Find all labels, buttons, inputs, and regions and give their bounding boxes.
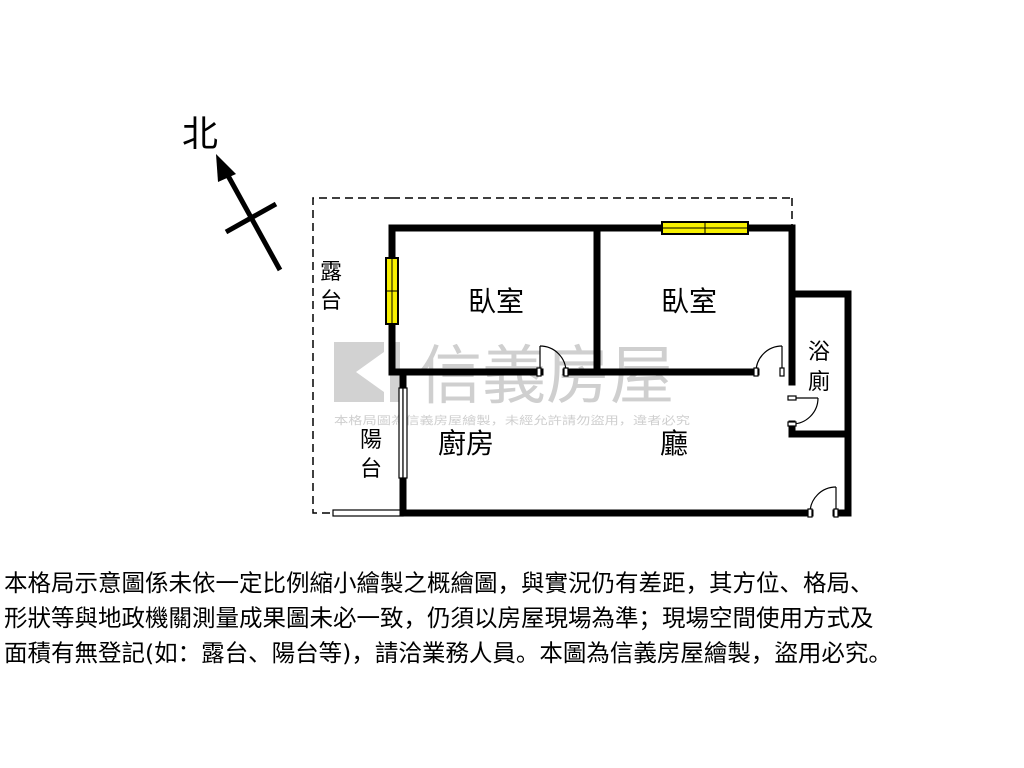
compass-label: 北 xyxy=(182,114,218,155)
disclaimer-line: 形狀等與地政機關測量成果圖未必一致，仍須以房屋現場為準；現場空間使用方式及 xyxy=(4,604,874,632)
room-label-bathroom-2: 廁 xyxy=(808,370,830,395)
room-label-living-room: 廳 xyxy=(660,427,688,460)
disclaimer-line: 本格局示意圖係未依一定比例縮小繪製之概繪圖，與實況仍有差距，其方位、格局、 xyxy=(4,569,874,597)
room-label-bathroom-1: 浴 xyxy=(808,340,830,365)
door-bedroom-2 xyxy=(753,345,785,377)
watermark: 信義房屋 本格局圖為信義房屋繪製，未經允許請勿盜用，違者必究 xyxy=(334,340,690,427)
door-bathroom xyxy=(787,395,819,427)
watermark-notice: 本格局圖為信義房屋繪製，未經允許請勿盜用，違者必究 xyxy=(334,413,690,427)
balcony-door xyxy=(398,387,408,479)
room-label-terrace-1: 露 xyxy=(320,260,342,285)
room-label-kitchen: 廚房 xyxy=(438,427,494,460)
window-bedroom-2 xyxy=(661,221,749,235)
room-label-balcony-2: 台 xyxy=(360,457,382,482)
north-arrow-icon xyxy=(216,154,283,272)
balcony-rail xyxy=(332,509,404,517)
disclaimer: 本格局示意圖係未依一定比例縮小繪製之概繪圖，與實況仍有差距，其方位、格局、 形狀… xyxy=(4,566,1020,671)
disclaimer-line: 面積有無登記(如：露台、陽台等)，請洽業務人員。本圖為信義房屋繪製，盜用必究。 xyxy=(4,639,892,667)
window-bedroom-1 xyxy=(385,257,399,325)
room-label-bedroom-2: 臥室 xyxy=(661,285,717,318)
terrace-outline xyxy=(312,197,793,514)
door-bedroom-1 xyxy=(536,345,569,377)
watermark-brand: 信義房屋 xyxy=(418,340,674,414)
floor-plan: 信義房屋 本格局圖為信義房屋繪製，未經允許請勿盜用，違者必究 北 xyxy=(182,114,852,518)
door-entrance xyxy=(807,486,839,518)
room-label-balcony-1: 陽 xyxy=(360,428,382,453)
room-label-bedroom-1: 臥室 xyxy=(468,285,524,318)
room-label-terrace-2: 台 xyxy=(320,289,342,314)
